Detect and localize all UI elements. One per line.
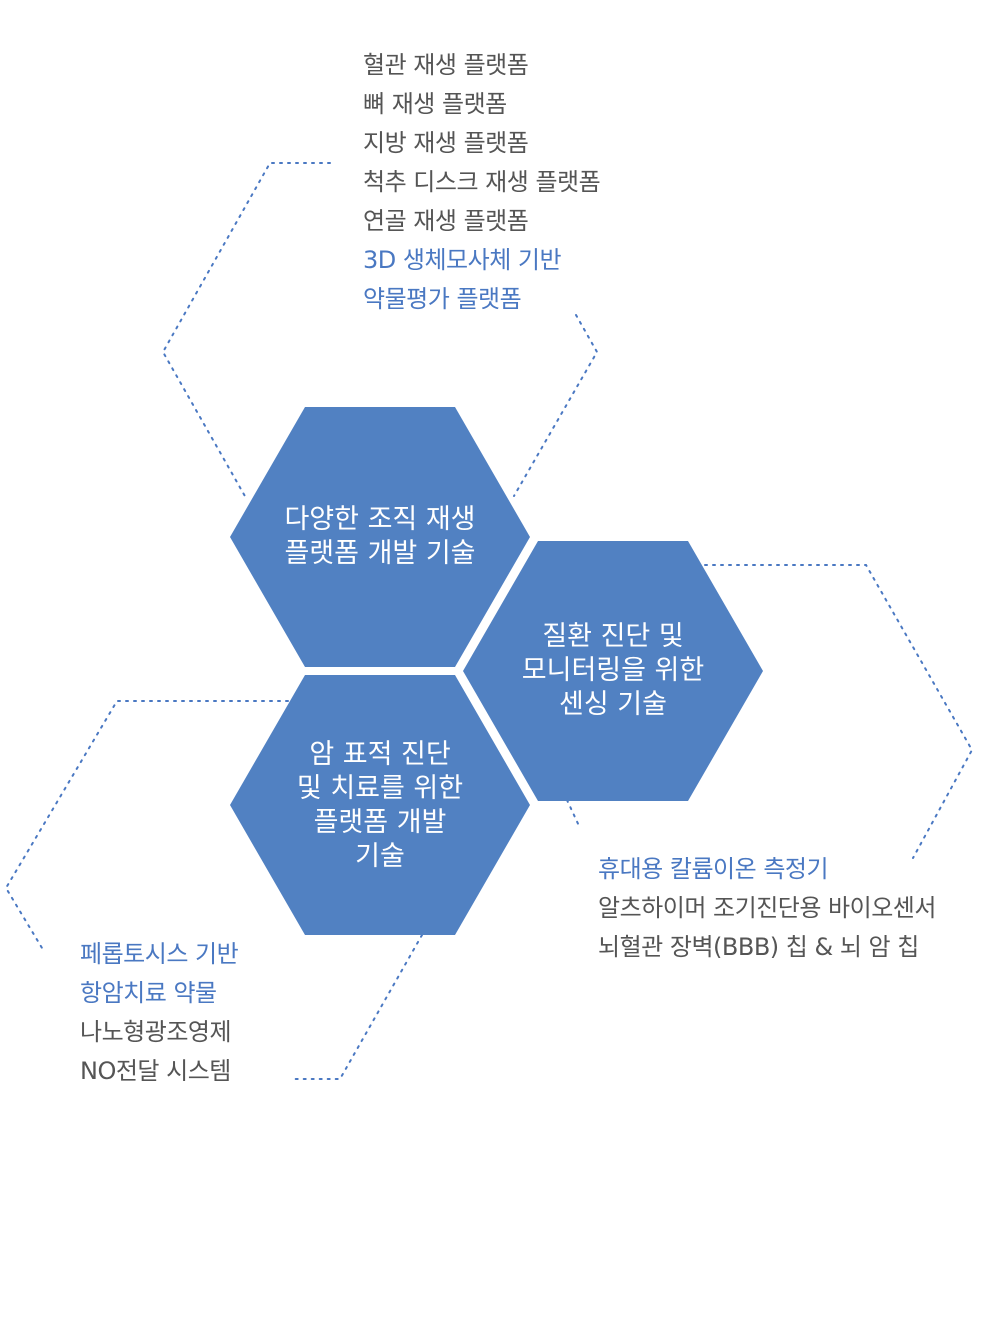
list-item: 척추 디스크 재생 플랫폼 <box>363 168 601 196</box>
sensing-tech-list: 휴대용 칼륨이온 측정기 알츠하이머 조기진단용 바이오센서 뇌혈관 장벽(BB… <box>598 850 936 967</box>
list-item: NO전달 시스템 <box>80 1057 231 1085</box>
list-item: 연골 재생 플랫폼 <box>363 207 529 235</box>
hexagon-cancer-line: 암 표적 진단 <box>309 739 451 770</box>
hexagon-sensing-label: 질환 진단 및 모니터링을 위한 센싱 기술 <box>463 620 763 722</box>
cancer-right-connector <box>289 934 423 1080</box>
hexagon-sensing-line: 모니터링을 위한 <box>521 655 705 686</box>
cancer-platform-list: 페롭토시스 기반 항암치료 약물 나노형광조영제 NO전달 시스템 <box>80 935 239 1091</box>
hexagon-cancer-line: 플랫폼 개발 <box>313 807 447 838</box>
list-item: 뇌혈관 장벽(BBB) 칩 & 뇌 암 칩 <box>598 933 919 961</box>
list-item-highlight: 3D 생체모사체 기반 <box>363 246 562 274</box>
list-item-highlight: 휴대용 칼륨이온 측정기 <box>598 855 829 883</box>
tissue-right-connector <box>513 314 599 497</box>
hexagon-tissue-line: 다양한 조직 재생 <box>284 504 476 535</box>
hexagon-cancer-line: 및 치료를 위한 <box>296 773 464 804</box>
hexagon-sensing-line: 질환 진단 및 <box>542 621 684 652</box>
list-item: 지방 재생 플랫폼 <box>363 129 529 157</box>
hexagon-sensing-line: 센싱 기술 <box>559 689 667 720</box>
tissue-left-connector <box>161 162 331 499</box>
sensing-bottom-connector <box>566 799 581 829</box>
list-item-highlight: 페롭토시스 기반 <box>80 940 239 968</box>
cancer-left-connector <box>4 700 289 949</box>
list-item: 알츠하이머 조기진단용 바이오센서 <box>598 894 936 922</box>
hexagon-cancer <box>230 675 530 935</box>
list-item: 뼈 재생 플랫폼 <box>363 90 507 118</box>
hexagon-tissue-line: 플랫폼 개발 기술 <box>284 538 476 569</box>
hexagon-tissue-label: 다양한 조직 재생 플랫폼 개발 기술 <box>230 503 530 571</box>
hexagon-cancer-label: 암 표적 진단 및 치료를 위한 플랫폼 개발 기술 <box>230 738 530 874</box>
hexagon-cancer-line: 기술 <box>355 841 405 872</box>
tissue-platform-list: 혈관 재생 플랫폼 뼈 재생 플랫폼 지방 재생 플랫폼 척추 디스크 재생 플… <box>363 46 601 319</box>
hexagon-sensing <box>463 541 763 801</box>
sensing-connector <box>704 564 974 859</box>
hexagon-tissue-regeneration <box>230 407 530 667</box>
list-item: 혈관 재생 플랫폼 <box>363 51 529 79</box>
list-item-highlight: 약물평가 플랫폼 <box>363 285 522 313</box>
list-item-highlight: 항암치료 약물 <box>80 979 217 1007</box>
list-item: 나노형광조영제 <box>80 1018 232 1046</box>
